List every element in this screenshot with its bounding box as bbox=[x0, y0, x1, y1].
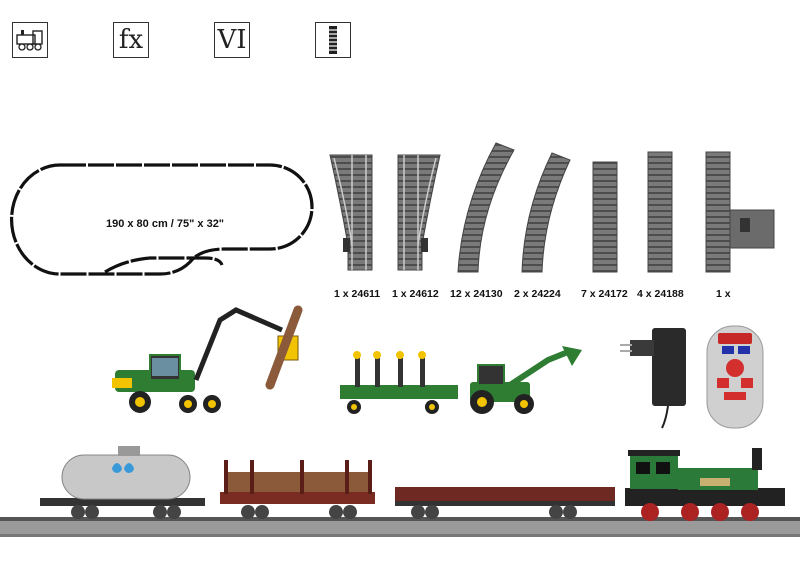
turnout-left-24611 bbox=[329, 154, 373, 271]
qty-straight-24188: 4 x 24188 bbox=[637, 288, 684, 300]
feeder-track bbox=[705, 151, 775, 273]
era-label: VI bbox=[217, 25, 247, 55]
qty-straight-24172: 7 x 24172 bbox=[581, 288, 628, 300]
turnout-right-24612 bbox=[397, 154, 441, 271]
tractor-front-loader bbox=[470, 346, 582, 414]
qty-turnout-left: 1 x 24611 bbox=[334, 288, 381, 300]
low-side-wagon bbox=[395, 487, 615, 519]
track-icon bbox=[315, 22, 351, 58]
curved-track-24224 bbox=[521, 152, 571, 273]
straight-track-24172 bbox=[592, 161, 618, 273]
harvester-vehicle bbox=[112, 305, 303, 413]
stake-wagon-logs bbox=[220, 460, 375, 519]
qty-turnout-right: 1 x 24612 bbox=[392, 288, 439, 300]
tank-wagon bbox=[40, 446, 205, 519]
steam-locomotive bbox=[625, 448, 785, 521]
fx-label: fx bbox=[118, 25, 144, 55]
qty-curved-24130: 12 x 24130 bbox=[450, 288, 503, 300]
remote-control bbox=[706, 325, 764, 429]
curved-track-24130 bbox=[457, 142, 515, 273]
layout-dimensions: 190 x 80 cm / 75" x 32" bbox=[105, 218, 225, 230]
qty-feeder: 1 x bbox=[716, 288, 731, 300]
track-layout-diagram bbox=[9, 163, 314, 276]
power-adapter bbox=[620, 328, 686, 429]
log-trailer bbox=[340, 351, 458, 414]
qty-curved-24224: 2 x 24224 bbox=[514, 288, 561, 300]
rail-base bbox=[0, 520, 800, 534]
fx-function-icon: fx bbox=[113, 22, 149, 58]
steam-locomotive-icon bbox=[12, 22, 48, 58]
straight-track-24188 bbox=[647, 151, 673, 273]
era-vi-icon: VI bbox=[214, 22, 250, 58]
